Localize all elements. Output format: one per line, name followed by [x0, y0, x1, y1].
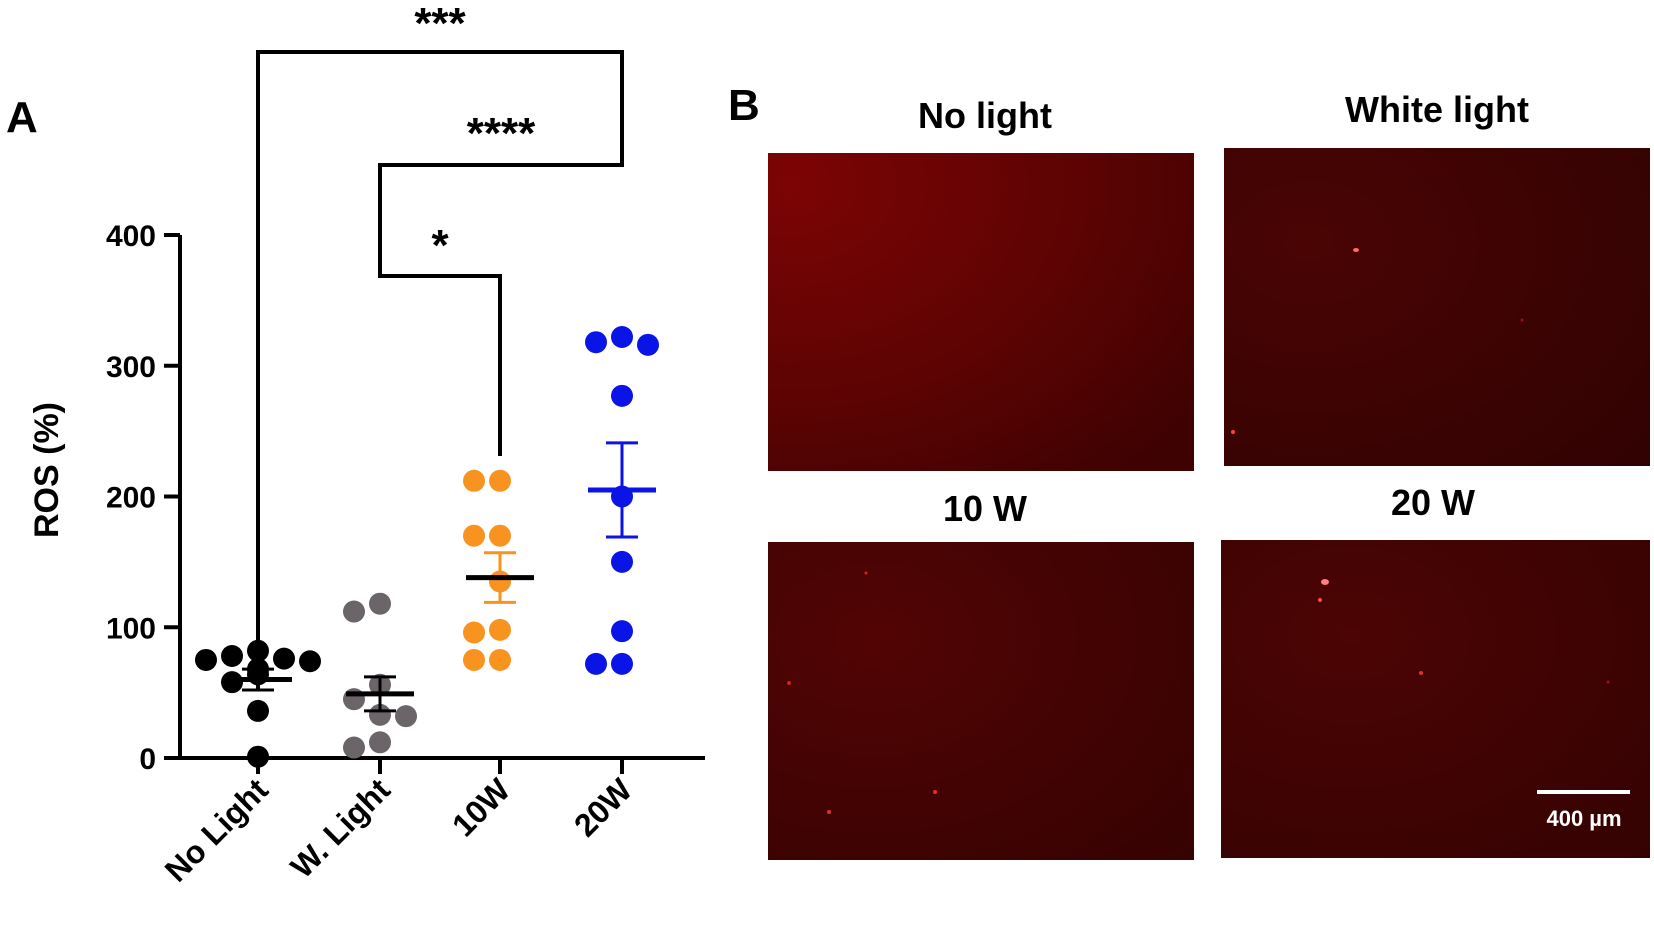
data-point	[195, 648, 217, 671]
micrograph-10w	[768, 542, 1194, 860]
data-point	[611, 384, 633, 407]
speck	[827, 810, 831, 814]
significance-bracket	[378, 130, 624, 250]
y-axis-label: ROS (%)	[28, 402, 66, 538]
scale-bar-label: 400 µm	[1546, 806, 1621, 831]
speck	[933, 790, 937, 794]
data-point	[611, 652, 633, 675]
data-point	[611, 325, 633, 348]
data-point	[221, 671, 243, 694]
data-point	[489, 469, 511, 492]
micrograph-no-light	[768, 153, 1194, 471]
data-point	[369, 731, 391, 754]
image-title-white-light: White light	[1345, 89, 1529, 130]
micrograph-white-light	[1224, 148, 1650, 466]
image-title-no-light: No light	[918, 95, 1052, 136]
x-tick-label: No Light	[158, 771, 275, 888]
y-tick-label: 100	[106, 612, 156, 645]
data-point	[343, 736, 365, 759]
significance-stars: *	[431, 221, 449, 270]
data-point	[463, 469, 485, 492]
data-point	[611, 550, 633, 573]
y-tick-label: 0	[139, 743, 156, 776]
panel-a-label: A	[6, 93, 38, 142]
x-tick-label: 20W	[567, 771, 640, 844]
data-point	[637, 333, 659, 356]
data-point	[585, 652, 607, 675]
data-point	[611, 620, 633, 643]
data-point	[369, 592, 391, 615]
panel-b-label: B	[728, 81, 760, 130]
speck	[1231, 430, 1235, 434]
micrograph-20w	[1221, 540, 1650, 858]
data-point	[489, 618, 511, 641]
data-point	[463, 621, 485, 644]
data-point	[273, 647, 295, 670]
significance-bracket	[256, 50, 624, 690]
data-point	[247, 699, 269, 722]
data-point	[369, 703, 391, 726]
data-point	[247, 639, 269, 662]
data-point	[299, 650, 321, 673]
fluorescent-specks	[787, 248, 1610, 814]
significance-bracket	[378, 250, 502, 456]
speck	[787, 681, 791, 685]
data-point	[247, 745, 269, 768]
image-title-20w: 20 W	[1391, 482, 1475, 523]
data-point	[221, 645, 243, 668]
data-point	[463, 648, 485, 671]
data-point	[489, 648, 511, 671]
speck	[1353, 248, 1359, 252]
data-point	[463, 524, 485, 547]
mean-sem-bars	[224, 441, 656, 713]
speck	[1419, 671, 1423, 675]
speck	[864, 571, 868, 575]
speck	[1318, 598, 1322, 602]
data-point	[489, 524, 511, 547]
data-point	[343, 600, 365, 623]
data-point	[585, 331, 607, 354]
significance-stars: ***	[414, 0, 466, 48]
significance-brackets: ********	[256, 0, 624, 690]
x-tick-label: W. Light	[284, 771, 398, 885]
y-tick-label: 400	[106, 220, 156, 253]
image-title-10w: 10 W	[943, 488, 1027, 529]
micrograph-panel: No light White light 10 W 20 W 400 µm	[768, 89, 1650, 860]
x-tick-label: 10W	[445, 771, 518, 844]
y-tick-label: 300	[106, 351, 156, 384]
significance-stars: ****	[467, 109, 536, 158]
data-point	[395, 705, 417, 728]
data-points	[195, 325, 659, 768]
speck	[1321, 579, 1329, 585]
speck	[1520, 318, 1524, 322]
speck	[1606, 680, 1610, 684]
y-tick-label: 200	[106, 482, 156, 515]
